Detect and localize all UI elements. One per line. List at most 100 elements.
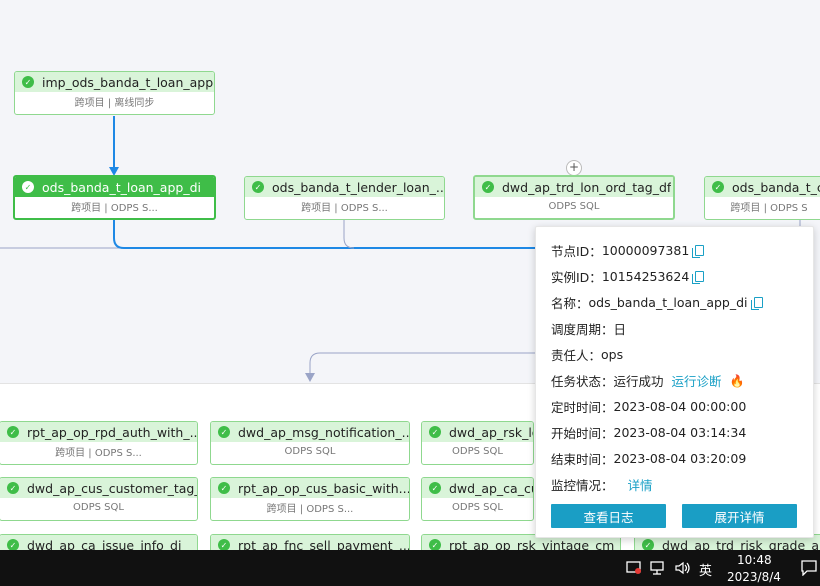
check-icon: ✓	[22, 76, 34, 88]
label: 调度周期：	[551, 322, 614, 337]
node-imp[interactable]: ✓ imp_ods_banda_t_loan_app 跨项目 | 离线同步	[14, 71, 215, 115]
instance-id-value: 10154253624	[601, 269, 690, 284]
row-owner: 责任人：ops	[551, 345, 623, 364]
ime-indicator[interactable]: 英	[699, 564, 713, 579]
expand-detail-button[interactable]: 展开详情	[682, 504, 797, 528]
node-rpt-auth-title: ✓ rpt_ap_op_rpd_auth_with_...	[0, 422, 197, 442]
network-icon[interactable]	[650, 561, 666, 575]
add-icon[interactable]: +	[566, 160, 582, 176]
node-name: dwd_ap_trd_risk_grade_am...	[662, 537, 820, 551]
node-dwd-msg[interactable]: ✓dwd_ap_msg_notification_... ODPS SQL	[210, 421, 410, 465]
node-info-popup: 节点ID：10000097381 实例ID：10154253624 名称：ods…	[535, 226, 814, 538]
scheduled-value: 2023-08-04 00:00:00	[613, 399, 747, 414]
node-rpt-auth[interactable]: ✓ rpt_ap_op_rpd_auth_with_... 跨项目 | ODPS …	[0, 421, 198, 465]
copy-icon[interactable]	[692, 245, 705, 258]
fire-icon: 🔥	[729, 373, 745, 388]
node-rpt-vintage[interactable]: ✓rpt_ap_op_rsk_vintage_cm	[421, 534, 621, 550]
owner-value: ops	[601, 347, 624, 362]
check-icon: ✓	[429, 482, 441, 494]
diagnose-link[interactable]: 运行诊断	[671, 374, 722, 389]
node-name: ods_banda_t_cu	[732, 179, 820, 195]
node-id-value: 10000097381	[601, 243, 690, 258]
node-ods-lender[interactable]: ✓ ods_banda_t_lender_loan_... 跨项目 | ODPS …	[244, 176, 445, 220]
node-ods-loan[interactable]: ✓ods_banda_t_loan_app_di 跨项目 | ODPS S...	[13, 175, 216, 220]
node-rpt-cus[interactable]: ✓rpt_ap_op_cus_basic_with... 跨项目 | ODPS …	[210, 477, 410, 521]
row-cycle: 调度周期：日	[551, 319, 626, 338]
node-ods-loan-title: ✓ods_banda_t_loan_app_di	[15, 177, 214, 197]
row-end: 结束时间：2023-08-04 03:20:09	[551, 449, 746, 468]
dag-canvas[interactable]: ✓imp_ods_banda_t_loan_app 跨项目 | 离线同步 ✓od…	[0, 0, 820, 550]
name-value: ods_banda_t_loan_app_di	[588, 295, 748, 310]
node-dwd-cus-title: ✓dwd_ap_cus_customer_tag_...	[0, 478, 197, 498]
node-ods-lender-title: ✓ ods_banda_t_lender_loan_...	[245, 177, 444, 197]
node-type: ODPS SQL	[452, 446, 503, 457]
node-type: 跨项目 | ODPS S...	[301, 203, 388, 214]
node-name: dwd_ap_trd_lon_ord_tag_df	[502, 179, 672, 195]
node-type: ODPS SQL	[452, 502, 503, 513]
node-dwd-ca[interactable]: ✓ dwd_ap_ca_cus ODPS SQL	[421, 477, 534, 521]
node-rpt-vintage-title: ✓rpt_ap_op_rsk_vintage_cm	[422, 535, 620, 550]
row-node-id: 节点ID：10000097381	[551, 241, 705, 260]
check-icon: ✓	[7, 426, 19, 438]
node-name: dwd_ap_rsk_lon	[449, 424, 533, 440]
status-value: 运行成功	[613, 374, 664, 389]
copy-icon[interactable]	[750, 297, 763, 310]
node-dwd-cus[interactable]: ✓dwd_ap_cus_customer_tag_... ODPS SQL	[0, 477, 198, 521]
node-type: ODPS SQL	[73, 502, 124, 513]
label: 名称：	[551, 296, 589, 311]
clock-time[interactable]: 10:48	[737, 553, 772, 567]
volume-icon[interactable]	[674, 561, 692, 575]
node-dwd-msg-title: ✓ dwd_ap_msg_notification_...	[211, 422, 409, 442]
check-icon: ✓	[482, 181, 494, 193]
label: 实例ID：	[551, 270, 602, 285]
node-dwd-ca-title: ✓ dwd_ap_ca_cus	[422, 478, 533, 498]
node-dwd-trd-title: ✓ dwd_ap_trd_lon_ord_tag_df	[475, 177, 673, 197]
label: 开始时间：	[551, 426, 614, 441]
node-name: dwd_ap_ca_issue_info_di	[27, 537, 182, 551]
check-icon: ✓	[429, 426, 441, 438]
label: 任务状态：	[551, 374, 614, 389]
end-value: 2023-08-04 03:20:09	[613, 451, 747, 466]
label: 结束时间：	[551, 452, 614, 467]
monitor-detail-link[interactable]: 详情	[627, 478, 653, 493]
node-dwd-rsk[interactable]: ✓ dwd_ap_rsk_lon ODPS SQL	[421, 421, 534, 465]
row-scheduled: 定时时间：2023-08-04 00:00:00	[551, 397, 746, 416]
dag-edges	[0, 116, 812, 382]
check-icon: ✓	[7, 539, 19, 550]
clock-date[interactable]: 2023/8/4	[727, 570, 781, 584]
security-icon[interactable]	[626, 561, 642, 575]
node-name: rpt_ap_op_rsk_vintage_cm	[449, 537, 615, 551]
node-dwd-trd[interactable]: ✓ dwd_ap_trd_lon_ord_tag_df ODPS SQL	[473, 175, 675, 220]
node-dwd-issue[interactable]: ✓ dwd_ap_ca_issue_info_di	[0, 534, 198, 550]
check-icon: ✓	[22, 181, 34, 193]
node-name: rpt_ap_op_rpd_auth_with_...	[27, 424, 197, 440]
check-icon: ✓	[712, 181, 724, 193]
row-instance-id: 实例ID：10154253624	[551, 267, 705, 286]
node-dwd-grade[interactable]: ✓ dwd_ap_trd_risk_grade_am...	[634, 534, 820, 550]
check-icon: ✓	[252, 181, 264, 193]
node-name: dwd_ap_ca_cus	[449, 480, 533, 496]
node-ods-cu[interactable]: ✓ ods_banda_t_cu 跨项目 | ODPS S	[704, 176, 820, 220]
node-rpt-fnc-title: ✓rpt_ap_fnc_sell_payment_...	[211, 535, 409, 550]
check-icon: ✓	[218, 482, 230, 494]
node-name: rpt_ap_fnc_sell_payment_...	[238, 537, 409, 551]
node-name: ods_banda_t_lender_loan_...	[272, 179, 444, 195]
taskbar: 英 10:48 2023/8/4	[0, 550, 820, 586]
start-value: 2023-08-04 03:14:34	[613, 425, 747, 440]
check-icon: ✓	[642, 539, 654, 550]
node-imp-title: ✓ imp_ods_banda_t_loan_app	[15, 72, 214, 92]
copy-icon[interactable]	[692, 271, 705, 284]
node-type: 跨项目 | ODPS S	[730, 203, 808, 214]
node-rpt-fnc[interactable]: ✓rpt_ap_fnc_sell_payment_...	[210, 534, 410, 550]
node-type: 跨项目 | ODPS S...	[55, 448, 142, 459]
notification-icon[interactable]	[801, 560, 817, 576]
view-log-button[interactable]: 查看日志	[551, 504, 666, 528]
node-type: 跨项目 | 离线同步	[74, 98, 155, 109]
node-name: dwd_ap_msg_notification_...	[238, 424, 409, 440]
label: 监控情况：	[551, 478, 614, 493]
node-type: ODPS SQL	[548, 201, 600, 212]
row-start: 开始时间：2023-08-04 03:14:34	[551, 423, 746, 442]
node-name: imp_ods_banda_t_loan_app	[42, 74, 214, 90]
node-dwd-rsk-title: ✓ dwd_ap_rsk_lon	[422, 422, 533, 442]
check-icon: ✓	[218, 426, 230, 438]
